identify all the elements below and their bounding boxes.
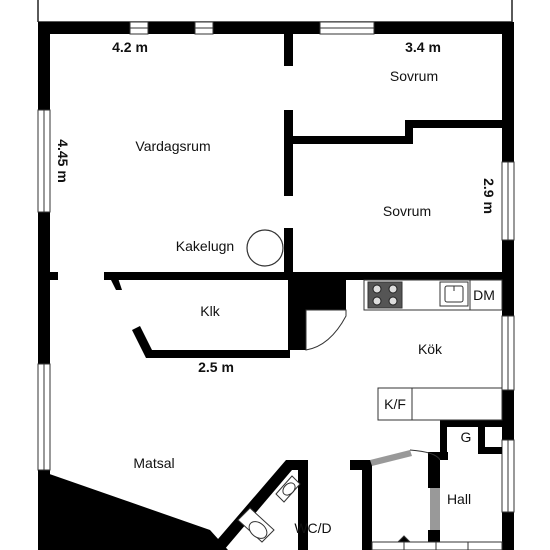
dimension-klk-width: 2.5 m — [198, 359, 234, 375]
room-label-vardagsrum: Vardagsrum — [135, 138, 210, 154]
kakelugn-icon — [246, 229, 284, 267]
toilet-icon — [237, 507, 275, 543]
room-label-sovrum-2: Sovrum — [383, 203, 431, 219]
dimension-vardagsrum-width: 4.2 m — [112, 39, 148, 55]
room-label-sovrum-1: Sovrum — [390, 68, 438, 84]
dimension-vardagsrum-depth: 4.45 m — [55, 139, 71, 183]
room-label-wc-d: WC/D — [294, 520, 331, 536]
door-leafs — [370, 450, 440, 530]
stove-icon — [367, 281, 403, 309]
top-balcony-lines — [37, 0, 513, 23]
room-label-g: G — [461, 429, 472, 445]
interior-walls — [38, 34, 502, 550]
room-label-hall: Hall — [447, 491, 471, 507]
washbasin-icon — [275, 475, 301, 503]
windows — [37, 21, 515, 513]
kf-cabinet — [377, 387, 503, 421]
dimension-sovrum-width: 3.4 m — [405, 39, 441, 55]
entrance-steps — [371, 535, 503, 550]
room-label-matsal: Matsal — [133, 455, 174, 471]
room-label-klk: Klk — [200, 303, 220, 319]
room-label-kok: Kök — [418, 341, 443, 357]
fixture-label-dm: DM — [473, 287, 495, 303]
door-swings — [305, 309, 441, 461]
dimension-sovrum-depth: 2.9 m — [481, 178, 497, 214]
fixture-label-kf: K/F — [384, 396, 406, 412]
sink-icon — [439, 281, 469, 307]
room-label-kakelugn: Kakelugn — [176, 238, 234, 254]
